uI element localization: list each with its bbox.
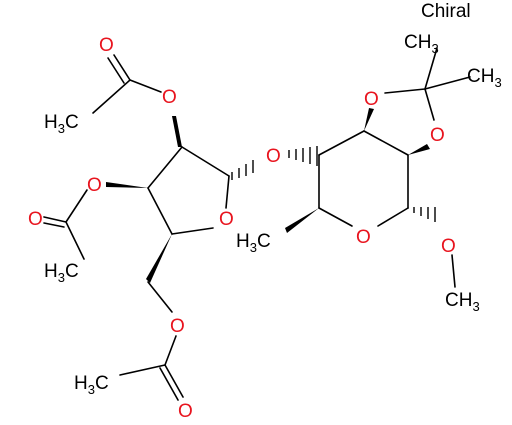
methoxy-bonds [413,207,456,288]
oxygen-atom: O [178,401,193,422]
methyl-group: CH3 [467,66,502,90]
wedge-bond [285,208,319,233]
methyl-group: H3C [236,231,271,255]
oxygen-atom: O [170,316,185,337]
oxygen-atom: O [441,236,456,257]
wedge-bond [172,116,182,147]
chiral-label: Chiral [421,1,471,22]
oxygen-atom: O [28,209,43,230]
oxygen-atom: O [266,146,281,167]
pyranose-ring-bonds [318,130,409,227]
methyl-group: CH3 [445,290,480,314]
glycosidic-to-pyranose-hash [288,146,318,166]
acetoxy-bottom-bonds [119,234,184,401]
acetoxy-top-bonds [92,54,182,147]
oxygen-atom: O [162,87,177,108]
methyl-group: H3C [44,261,79,285]
methyl-group: CH3 [404,32,439,56]
oxygen-atom: O [99,35,114,56]
wedge-bond [146,234,172,283]
wedge-bond [364,108,374,131]
furanose-ring-bonds [147,146,230,235]
glycosidic-hash-bond [231,160,254,180]
dioxolane-bonds [364,47,471,155]
oxygen-atom: O [219,209,234,230]
oxygen-atom: O [356,227,371,248]
methyl-group: H3C [74,373,109,397]
acetoxy-middle-bonds [43,182,148,260]
oxygen-atom: O [364,89,379,110]
methyl-group: H3C [44,112,79,136]
wedge-bond [106,182,148,188]
wedge-bond [408,144,430,155]
oxygen-atom: O [430,125,445,146]
oxygen-atom: O [87,175,102,196]
